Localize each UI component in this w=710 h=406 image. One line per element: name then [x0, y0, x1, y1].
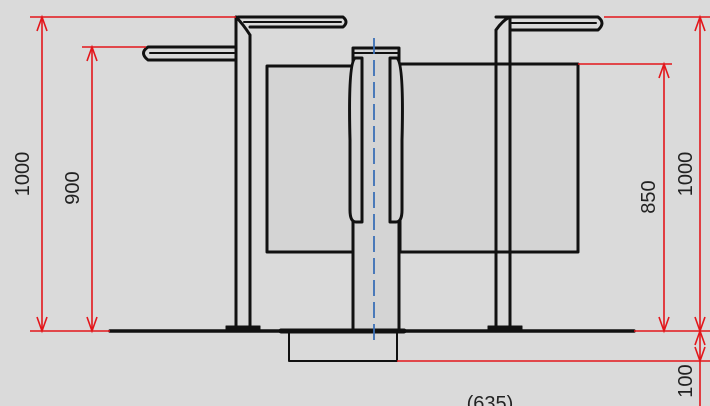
dim-label-base-width: (635): [467, 393, 514, 406]
left-barrier-wing: [348, 56, 364, 224]
left-post: [234, 15, 252, 333]
dim-label-pit-depth: 100: [675, 364, 697, 397]
dim-label-right-outer: 1000: [675, 152, 697, 197]
dim-label-left-handrail: 900: [62, 171, 84, 204]
left-glass-panel: [265, 64, 355, 254]
right-glass-panel: [398, 62, 580, 254]
left-upper-handrail: [236, 15, 348, 29]
right-upper-handrail: [494, 15, 604, 32]
left-post-foot: [225, 325, 261, 332]
dimension-lines: [30, 14, 710, 406]
dim-label-left-outer: 1000: [12, 152, 34, 197]
right-post-foot: [487, 325, 523, 332]
foundation-pit: [288, 330, 398, 362]
left-lower-handrail: [142, 45, 238, 62]
right-barrier-wing: [388, 56, 404, 224]
dim-label-right-panel: 850: [638, 180, 660, 213]
turnstile-structure: [108, 15, 636, 362]
